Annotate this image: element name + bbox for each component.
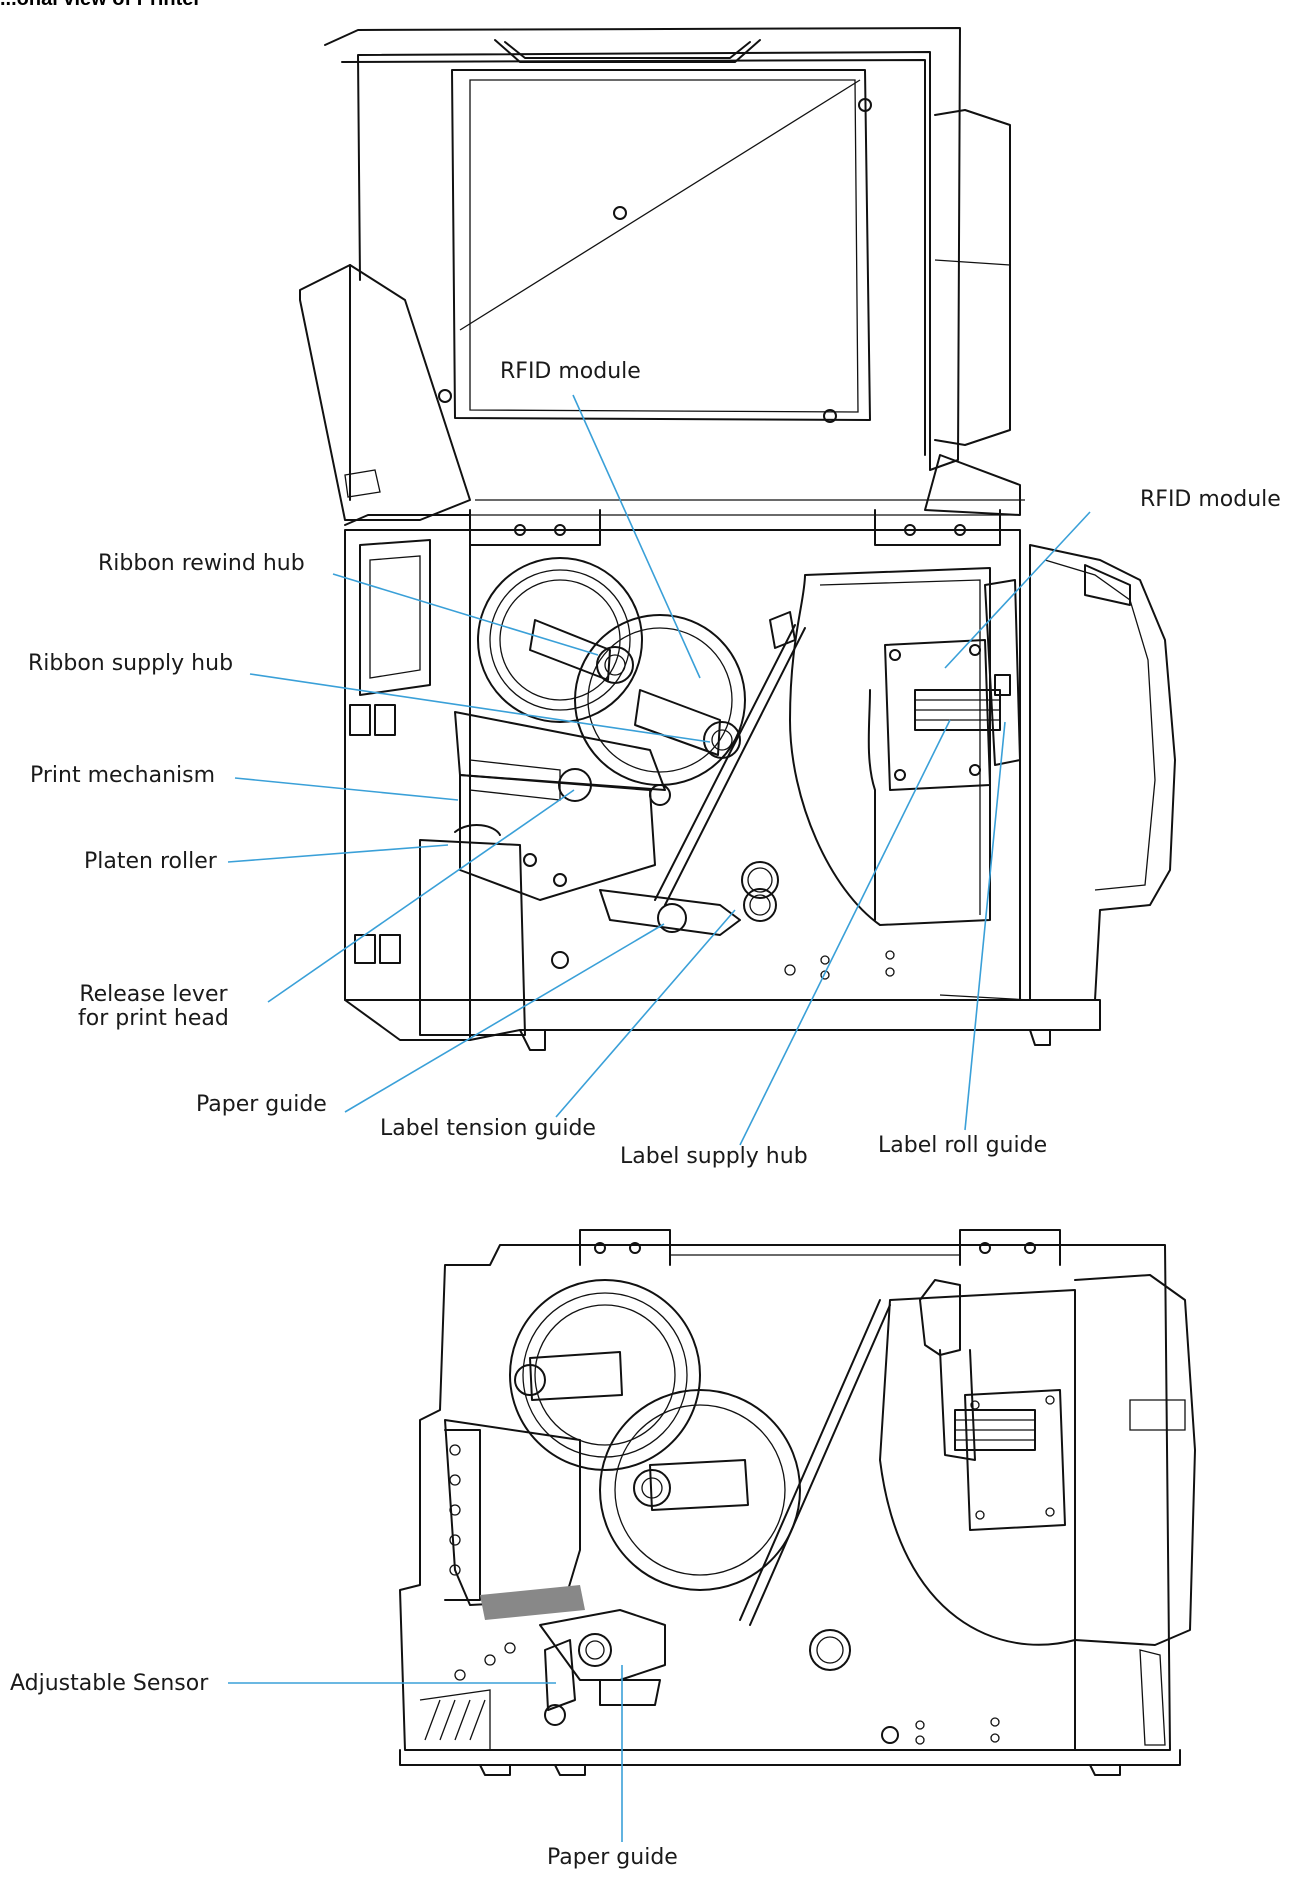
leader-paper-guide [344,923,665,1113]
label-label-roll-guide: Label roll guide [878,1133,1048,1158]
upper-printer-drawing [299,27,1176,1051]
label-rfid-module-top: RFID module [500,359,641,384]
leader-ribbon-supply-hub [249,673,711,743]
leader-print-mechanism [234,777,459,801]
label-ribbon-rewind-hub: Ribbon rewind hub [98,551,305,576]
label-rfid-module-right: RFID module [1140,487,1281,512]
label-platen-roller: Platen roller [84,849,217,874]
label-paper-guide: Paper guide [196,1092,327,1117]
leader-platen-roller [227,844,449,863]
lower-printer-drawing [399,1229,1196,1776]
leader-label-supply-hub [739,719,951,1146]
label-label-tension-guide: Label tension guide [380,1116,596,1141]
leader-rfid-module-right [944,511,1091,669]
leader-lines [227,394,1091,1842]
label-paper-guide-lower: Paper guide [547,1845,678,1870]
label-release-lever: Release lever for print head [78,982,229,1031]
leader-release-lever [267,789,575,1003]
label-ribbon-supply-hub: Ribbon supply hub [28,651,234,676]
leader-label-roll-guide [964,721,1006,1131]
label-label-supply-hub: Label supply hub [620,1144,808,1169]
label-print-mechanism: Print mechanism [30,763,216,788]
page-title: ...onal view of Printer [0,0,201,11]
leader-ribbon-rewind-hub [332,573,599,656]
leader-rfid-module-top [572,394,701,679]
leader-label-tension-guide [555,909,736,1118]
label-adjustable-sensor: Adjustable Sensor [10,1671,209,1696]
